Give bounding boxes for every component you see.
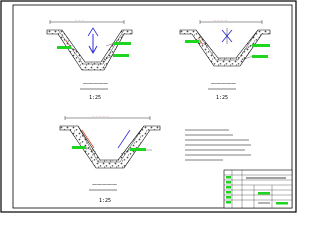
section-1-scale: 1:25 bbox=[89, 95, 101, 101]
drawing-frame bbox=[12, 4, 293, 209]
svg-text:— — — —: — — — — bbox=[214, 18, 227, 22]
sheet-border bbox=[0, 0, 297, 213]
section-3-scale: 1:25 bbox=[99, 198, 111, 204]
svg-text:— — —: — — — bbox=[75, 18, 84, 22]
section-2-scale: 1:25 bbox=[216, 95, 228, 101]
svg-text:— — — — —: — — — — — bbox=[92, 114, 108, 118]
section-2-drawing: — — — — bbox=[179, 18, 271, 67]
section-3-drawing: — — — — — bbox=[59, 114, 161, 169]
general-notes bbox=[185, 129, 251, 161]
section-1-drawing: — — — bbox=[46, 18, 133, 71]
section-2-title: 一一一一一 bbox=[211, 82, 236, 88]
section-1-title: 一一一一一 bbox=[83, 82, 108, 88]
section-3-title: 一一一一一 bbox=[92, 183, 117, 189]
drawing-sheet: — — — 一一一一一 1:25 — — — — bbox=[0, 0, 297, 213]
title-block bbox=[223, 169, 293, 209]
